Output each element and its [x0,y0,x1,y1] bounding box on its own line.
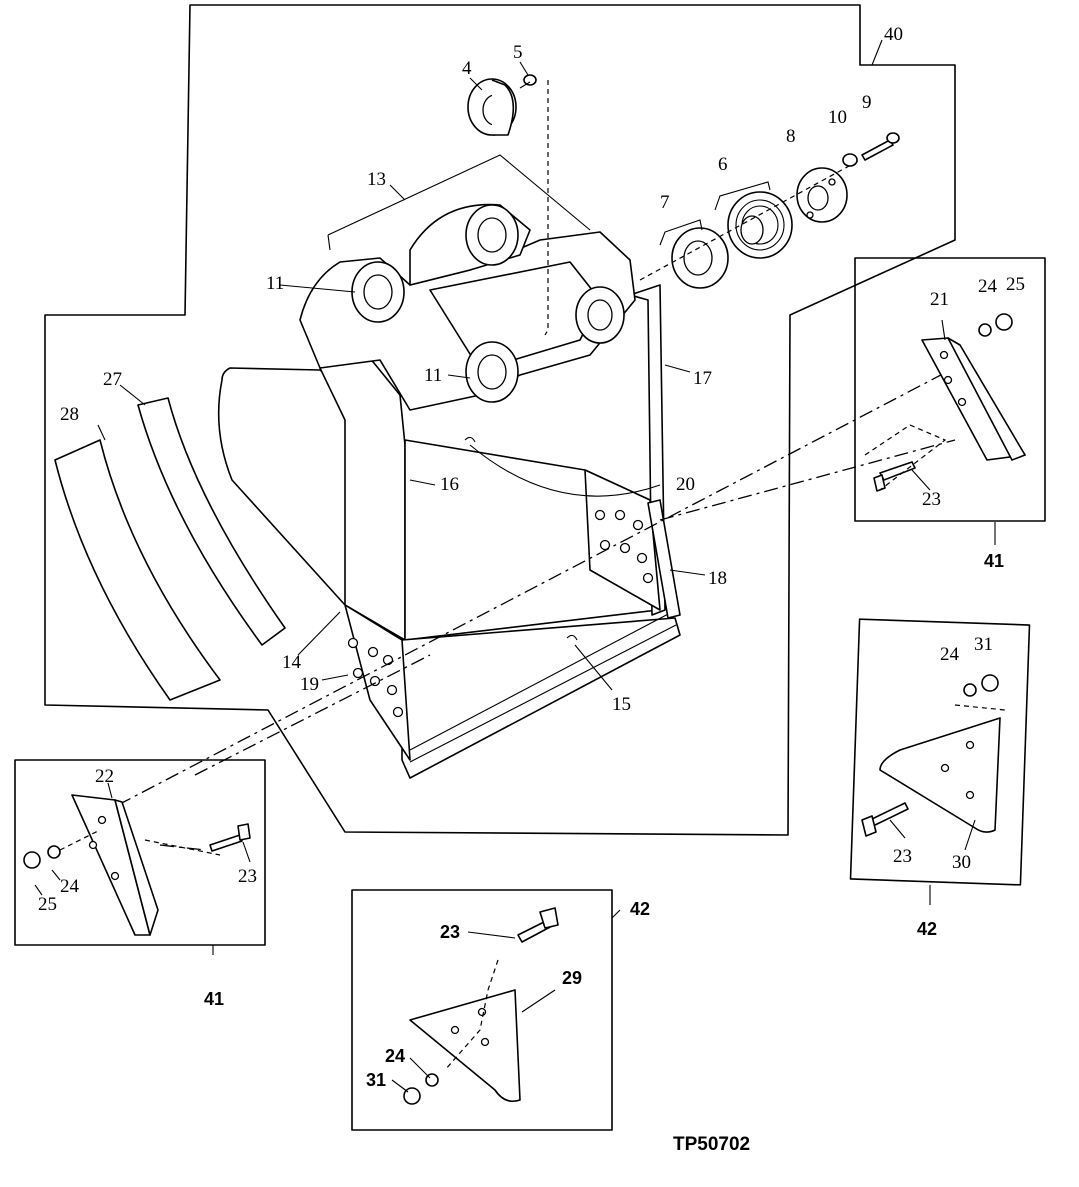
callout-4: 4 [462,58,472,79]
callout-7: 7 [660,192,670,213]
callout-11-upper: 11 [266,273,284,294]
callout-29: 29 [562,968,582,988]
pin-4 [467,78,517,136]
callout-16: 16 [440,474,459,495]
callout-42-right: 42 [917,919,937,939]
callout-5: 5 [513,42,523,63]
callout-30: 30 [952,852,971,873]
callout-15: 15 [612,694,631,715]
callout-23-box41-left: 23 [238,866,257,887]
callout-40: 40 [884,24,903,45]
bolt-5 [519,74,537,89]
callout-25-box41-left: 25 [38,894,57,915]
figure-code: TP50702 [673,1134,750,1155]
callout-8: 8 [786,126,796,147]
sidecutter-kit-41-left [14,759,266,946]
tooth-plate-kit-42-right [849,618,1031,886]
callout-22: 22 [95,766,114,787]
callout-24-box42-right: 24 [940,644,960,665]
callout-42-bottom: 42 [630,899,650,919]
callout-13: 13 [367,169,386,190]
callout-14: 14 [282,652,302,673]
callout-41-left: 41 [204,989,224,1009]
collar-8 [796,167,848,223]
callout-19: 19 [300,674,319,695]
wear-strip-27 [137,397,286,646]
callout-20: 20 [676,474,695,495]
callout-31-box42-right: 31 [974,634,993,655]
callout-23-box42-right: 23 [893,846,912,867]
callout-18: 18 [708,568,727,589]
bucket-body [217,203,681,779]
callout-27: 27 [103,369,122,390]
callout-24-box42-bottom: 24 [385,1046,405,1066]
assembly-boundary-40 [44,4,956,836]
callout-25-box41-right: 25 [1006,274,1025,295]
callout-24-box41-right: 24 [978,276,998,297]
bushing-6 [714,181,793,259]
callout-41-right: 41 [984,551,1004,571]
callout-31-box42-bottom: 31 [366,1070,386,1090]
sidecutter-kit-41-right [854,257,1046,522]
tooth-plate-kit-42-bottom [351,889,613,1131]
callout-9: 9 [862,92,872,113]
callout-23-box42-bottom: 23 [440,922,460,942]
callout-10: 10 [828,107,847,128]
callout-28: 28 [60,404,79,425]
callout-11-lower: 11 [424,365,442,386]
callout-21: 21 [930,289,949,310]
callout-6: 6 [718,154,728,175]
wear-strip-28 [54,439,221,701]
shim-7 [659,219,729,289]
callout-24-box41-left: 24 [60,876,80,897]
callout-17: 17 [693,368,712,389]
callout-23-box41-right: 23 [922,489,941,510]
